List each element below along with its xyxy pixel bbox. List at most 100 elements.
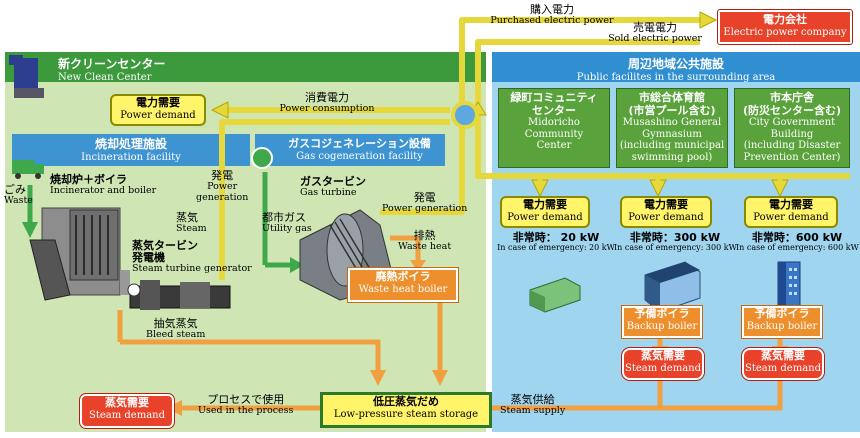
steam-turbine-ja2: 発電機 bbox=[132, 251, 165, 265]
gas-source-icon bbox=[251, 147, 273, 169]
garbage-truck-icon bbox=[12, 160, 44, 179]
steam-supply-line-2 bbox=[490, 378, 783, 411]
power-gen-left-ja: 発電 bbox=[211, 169, 234, 182]
building-icon bbox=[9, 55, 44, 98]
steam-demand-f2-en: Steam demand bbox=[624, 362, 701, 374]
center-header-bar bbox=[5, 52, 486, 82]
steam-turbine-ja1: 蒸気タービン bbox=[132, 239, 198, 252]
incineration-bar bbox=[12, 134, 250, 166]
emergency-f1-ja: 非常時： 20 kW bbox=[512, 231, 600, 244]
facility-midoricho-en1: Midoricho bbox=[528, 117, 580, 129]
steam-supply-ja: 蒸気供給 bbox=[510, 393, 555, 406]
public-title-ja: 周辺地域公共施設 bbox=[627, 57, 724, 71]
steam-turbine-en: Steam turbine generator bbox=[132, 263, 252, 275]
facility-gymnasium: 市総合体育館 (市営プール含む) Musashino General Gymna… bbox=[616, 88, 728, 168]
process-use-label: プロセスで使用 Used in the process bbox=[198, 393, 293, 417]
power-consumption-ja: 消費電力 bbox=[305, 91, 349, 104]
facility-midoricho-en2: Community bbox=[524, 128, 584, 140]
public-header: 周辺地域公共施設 Public facilites in the surroun… bbox=[492, 55, 860, 83]
facility-gymnasium-en2: Gymnasium bbox=[642, 128, 702, 140]
facility-city-hall: 市本庁舎 (防災センター含む) City Government Building… bbox=[734, 88, 850, 168]
power-gen-left-en2: generation bbox=[196, 191, 249, 203]
public-title-en: Public facilites in the surrounding area bbox=[576, 72, 776, 83]
city-hall-icon bbox=[777, 261, 801, 309]
facility-midoricho-ja1: 緑町コミュニティ bbox=[510, 91, 598, 104]
sold-line bbox=[475, 39, 700, 105]
gas-turbine-ja: ガスタービン bbox=[300, 175, 366, 188]
waste-en: Waste bbox=[4, 195, 33, 207]
power-consumption-en: Power consumption bbox=[279, 103, 375, 115]
community-center-icon bbox=[529, 277, 581, 313]
facility-midoricho-ja2: センター bbox=[532, 103, 576, 117]
center-title-ja: 新クリーンセンター bbox=[58, 57, 166, 71]
arrow-whb bbox=[432, 370, 448, 386]
waste-heat-boiler-box: 廃熱ボイラ Waste heat boiler bbox=[348, 268, 458, 302]
gas-turbine-label: ガスタービン Gas turbine bbox=[300, 175, 366, 199]
power-company-box: 電力会社 Electric power company bbox=[718, 10, 852, 44]
gas-cogen-header: ガスコジェネレーション設備 Gas cogeneration facility bbox=[272, 135, 447, 162]
gas-cogen-ja: ガスコジェネレーション設備 bbox=[288, 137, 431, 150]
steam-demand-f3-en: Steam demand bbox=[744, 362, 821, 374]
waste-heat-en: Waste heat bbox=[398, 241, 452, 253]
power-demand-main: 電力需要 Power demand bbox=[110, 94, 206, 126]
facility-gymnasium-ja1: 市総合体育館 bbox=[639, 91, 705, 104]
steam-demand-main-en: Steam demand bbox=[88, 409, 165, 421]
power-demand-f1-ja: 電力需要 bbox=[523, 198, 567, 211]
bleed-steam-en: Bleed steam bbox=[146, 329, 206, 341]
waste-ja: ごみ bbox=[4, 183, 26, 196]
waste-label: ごみ Waste bbox=[4, 183, 33, 207]
power-gen-left-label: 発電 Power generation bbox=[196, 169, 249, 203]
arrow-purchased bbox=[699, 11, 718, 29]
steam-turbine-label: 蒸気タービン 発電機 Steam turbine generator bbox=[132, 239, 252, 275]
incineration-en: Incineration facility bbox=[81, 152, 181, 163]
power-demand-f2-en: Power demand bbox=[628, 211, 704, 223]
power-demand-f1: 電力需要 Power demand bbox=[500, 196, 590, 228]
emergency-f2: 非常時：300 kW In case of emergency: 300 kW bbox=[614, 231, 737, 253]
steam-demand-main: 蒸気需要 Steam demand bbox=[80, 394, 174, 428]
steam-demand-f2-ja: 蒸気需要 bbox=[641, 349, 685, 362]
steam-demand-main-ja: 蒸気需要 bbox=[105, 396, 149, 409]
waste-heat-ja: 排熱 bbox=[413, 229, 436, 242]
power-company-en: Electric power company bbox=[723, 26, 847, 38]
emergency-f2-en: In case of emergency: 300 kW bbox=[614, 243, 737, 253]
utility-gas-ja: 都市ガス bbox=[262, 211, 306, 224]
gt-gen-line bbox=[380, 125, 465, 215]
gas-cogen-en: Gas cogeneration facility bbox=[296, 151, 423, 162]
steam-demand-f3-ja: 蒸気需要 bbox=[761, 349, 805, 362]
steam-ja: 蒸気 bbox=[176, 211, 198, 224]
steam-demand-f3: 蒸気需要 Steam demand bbox=[742, 348, 824, 380]
power-demand-f2-ja: 電力需要 bbox=[644, 198, 688, 211]
waste-heat-boiler-en: Waste heat boiler bbox=[358, 283, 448, 295]
bleed-line-b bbox=[120, 339, 381, 372]
incinerator-en: Incinerator and boiler bbox=[50, 185, 157, 197]
facility-city-hall-ja1: 市本庁舎 bbox=[770, 91, 814, 104]
incineration-ja: 焼却処理施設 bbox=[94, 137, 167, 151]
facility-midoricho-en3: Center bbox=[536, 140, 572, 152]
facility-gymnasium-en4: swimming pool) bbox=[631, 151, 713, 163]
center-header: 新クリーンセンター New Clean Center bbox=[58, 55, 165, 83]
public-header-bar bbox=[492, 52, 860, 82]
arrow-waste bbox=[22, 222, 38, 238]
center-title-en: New Clean Center bbox=[58, 72, 152, 83]
emergency-f2-ja: 非常時：300 kW bbox=[629, 231, 721, 244]
gas-cogen-bar bbox=[255, 134, 445, 166]
power-gen-left-en1: Power bbox=[207, 181, 238, 193]
purchased-power-label: 購入電力 Purchased electric power bbox=[482, 3, 622, 27]
facility-city-hall-en1: City Government bbox=[748, 117, 836, 129]
power-company-ja: 電力会社 bbox=[763, 13, 807, 26]
power-hub bbox=[451, 101, 479, 129]
incinerator-ja: 焼却炉＋ボイラ bbox=[50, 173, 127, 186]
arrow-bleed bbox=[370, 370, 386, 386]
emergency-f3-en: In case of emergency: 600 kW bbox=[736, 243, 859, 253]
waste-heat-boiler-ja: 廃熱ボイラ bbox=[375, 270, 431, 283]
steam-supply-label: 蒸気供給 Steam supply bbox=[500, 393, 565, 417]
purchased-line bbox=[459, 17, 700, 105]
incineration-header: 焼却処理施設 Incineration facility bbox=[12, 135, 250, 163]
purchased-power-en: Purchased electric power bbox=[490, 15, 614, 27]
utility-gas-en: Utility gas bbox=[262, 223, 312, 235]
power-consumption-label: 消費電力 Power consumption bbox=[262, 91, 392, 115]
power-demand-main-en: Power demand bbox=[120, 109, 196, 121]
low-pressure-storage-box: 低圧蒸気だめ Low-pressure steam storage bbox=[320, 392, 492, 428]
facility-gymnasium-en1: Musashino General bbox=[622, 117, 722, 129]
